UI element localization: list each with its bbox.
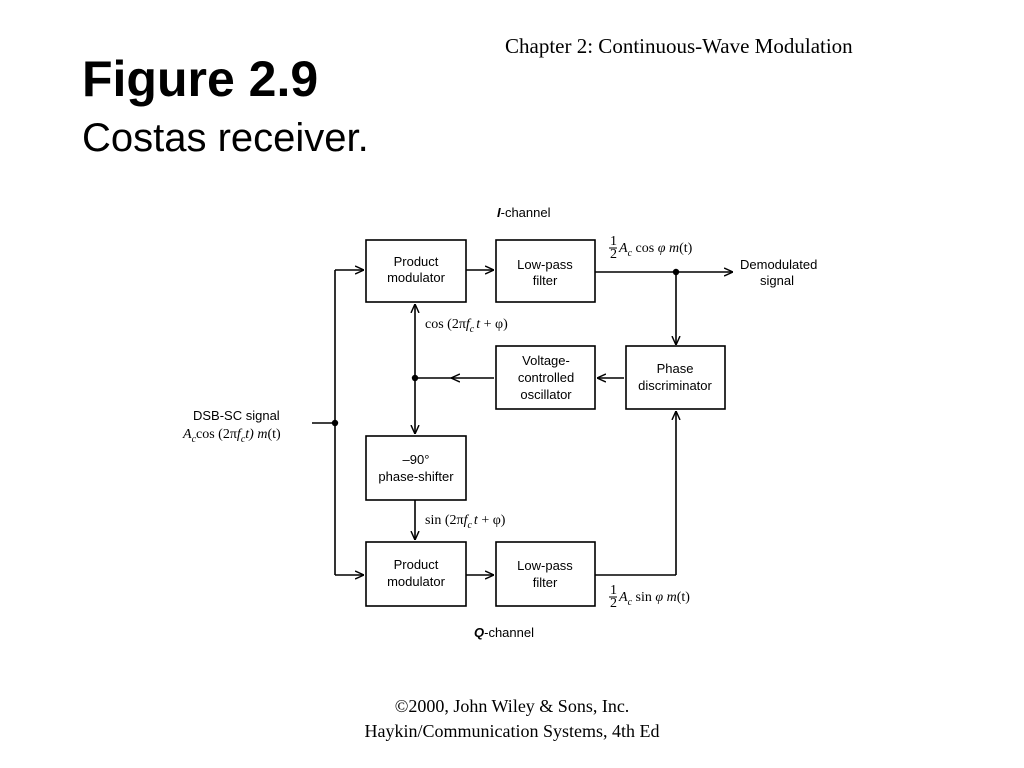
junction-vco	[411, 374, 419, 382]
svg-text:oscillator: oscillator	[520, 387, 572, 402]
chapter-heading: Chapter 2: Continuous-Wave Modulation	[505, 34, 853, 58]
junction-input	[331, 419, 339, 427]
svg-text:Product: Product	[394, 557, 439, 572]
svg-text:discriminator: discriminator	[638, 378, 712, 393]
figure-caption: Costas receiver.	[82, 116, 369, 160]
svg-text:2: 2	[610, 596, 617, 611]
expr-input-signal: Accos (2πfct) m(t)	[182, 427, 281, 445]
svg-text:1: 1	[610, 583, 617, 598]
svg-text:filter: filter	[533, 575, 558, 590]
svg-text:phase-shifter: phase-shifter	[378, 469, 454, 484]
svg-text:Voltage-: Voltage-	[522, 353, 570, 368]
block-low-pass-filter-top: Low-pass filter	[495, 239, 596, 303]
junction-dots	[331, 268, 680, 427]
svg-text:–90°: –90°	[403, 452, 430, 467]
signal-wires	[312, 270, 733, 575]
svg-text:filter: filter	[533, 273, 558, 288]
footer-copyright: ©2000, John Wiley & Sons, Inc.	[394, 696, 630, 716]
expr-i-output: 1 2 Ac cos φ m(t)	[609, 234, 693, 262]
label-i-channel: I-channel	[497, 205, 551, 220]
svg-text:Low-pass: Low-pass	[517, 558, 573, 573]
svg-text:Ac sin φ m(t): Ac sin φ m(t)	[618, 590, 690, 608]
svg-text:Low-pass: Low-pass	[517, 257, 573, 272]
svg-text:Ac cos φ m(t): Ac cos φ m(t)	[618, 241, 693, 259]
label-q-channel: Q-channel	[474, 625, 534, 640]
block-phase-shifter: –90° phase-shifter	[365, 435, 467, 501]
block-phase-discriminator: Phase discriminator	[625, 345, 726, 410]
svg-text:modulator: modulator	[387, 270, 445, 285]
block-product-modulator-top: Product modulator	[365, 239, 467, 303]
svg-text:1: 1	[610, 234, 617, 249]
block-low-pass-filter-bottom: Low-pass filter	[495, 541, 596, 607]
label-input-signal: DSB-SC signal	[193, 408, 280, 423]
svg-text:Phase: Phase	[657, 361, 694, 376]
block-vco: Voltage- controlled oscillator	[495, 345, 596, 410]
block-product-modulator-bottom: Product modulator	[365, 541, 467, 607]
figure-title: Figure 2.9	[82, 51, 319, 107]
expr-q-output: 1 2 Ac sin φ m(t)	[609, 583, 690, 611]
junction-output	[672, 268, 680, 276]
svg-text:controlled: controlled	[518, 370, 574, 385]
svg-text:2: 2	[610, 247, 617, 262]
footer-source: Haykin/Communication Systems, 4th Ed	[364, 721, 660, 741]
svg-text:Product: Product	[394, 254, 439, 269]
footer-credits: ©2000, John Wiley & Sons, Inc. Haykin/Co…	[0, 694, 1024, 744]
svg-text:modulator: modulator	[387, 574, 445, 589]
